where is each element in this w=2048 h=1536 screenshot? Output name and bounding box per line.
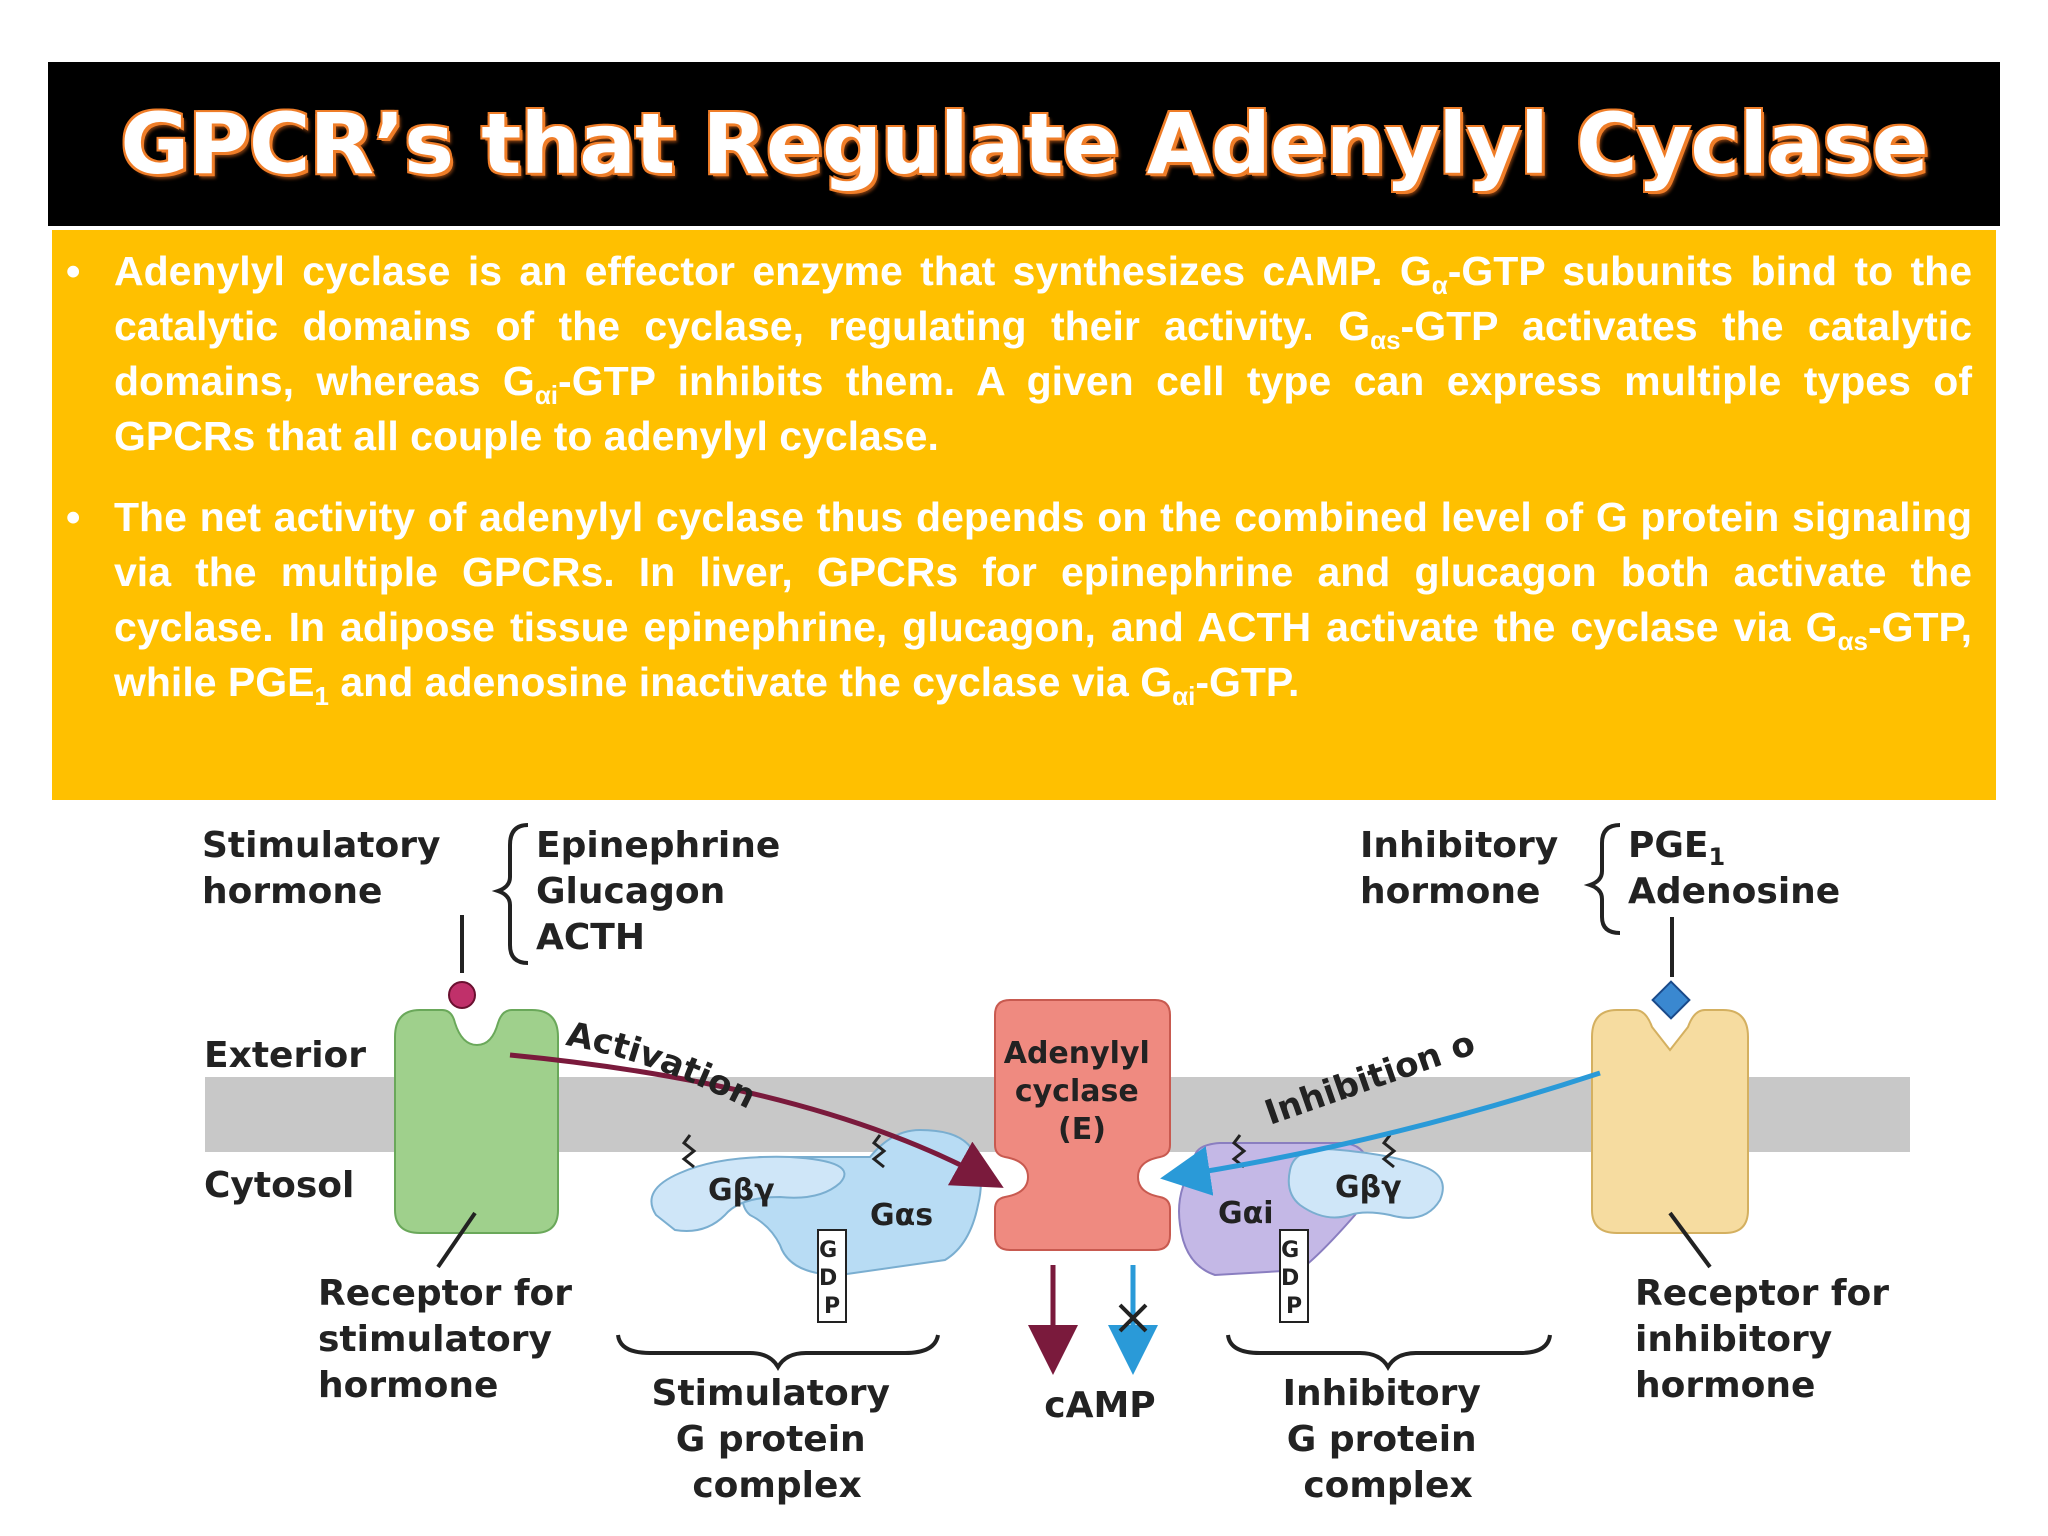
inhibition-arrow bbox=[1160, 1070, 1601, 1196]
activation-arrow bbox=[509, 1052, 1004, 1188]
lipid-anchor-stim-1 bbox=[681, 1134, 697, 1169]
bullet-1: Adenylyl cyclase is an effector enzyme t… bbox=[66, 244, 1973, 464]
camp-label: cAMP bbox=[1044, 1385, 1155, 1426]
brace-stimulatory-complex bbox=[616, 1334, 940, 1372]
gdp-box-stim bbox=[817, 1229, 847, 1323]
bullet-2-text: -GTP, while PGE bbox=[114, 604, 1972, 705]
adenylyl-cyclase-label: Adenylyl cyclase (E) bbox=[1004, 1036, 1161, 1147]
stimulatory-receptor bbox=[394, 1009, 559, 1234]
brace-inhibitory-complex bbox=[1226, 1334, 1552, 1372]
bullet-2-text: and adenosine inactivate the cyclase via… bbox=[328, 659, 1173, 705]
receptor-inhibitory-label: Receptor for inhibitory hormone bbox=[1635, 1273, 1902, 1406]
inhibitory-hormone-list: PGE1 Adenosine bbox=[1628, 825, 1840, 912]
bullet-1-text: -GTP activates the catalytic domains, wh… bbox=[114, 303, 1972, 404]
stimulatory-hormone-icon bbox=[448, 981, 476, 1009]
blocked-x-icon bbox=[1118, 1303, 1148, 1333]
g-beta-gamma-label-inhib: Gβγ bbox=[1335, 1170, 1402, 1205]
lipid-anchor-stim-2 bbox=[871, 1134, 887, 1169]
slide-title: GPCR’s that Regulate Adenylyl Cyclase bbox=[120, 95, 1928, 193]
stimulatory-hormone-list: Epinephrine Glucagon ACTH bbox=[536, 825, 793, 958]
inhibitory-hormone-label: Inhibitory hormone bbox=[1360, 825, 1571, 912]
bullet-1-text: -GTP inhibits them. A given cell type ca… bbox=[114, 358, 1972, 459]
receptor-stimulatory-label: Receptor for stimulatory hormone bbox=[318, 1273, 585, 1406]
subscript-alpha-s: αs bbox=[1370, 325, 1401, 356]
adenylyl-cyclase-diagram: Stimulatory hormone Epinephrine Glucagon… bbox=[180, 805, 1910, 1506]
brace-right bbox=[1583, 823, 1621, 935]
subscript-alpha-i: αi bbox=[534, 380, 559, 411]
inhibitory-hormone-icon bbox=[1651, 980, 1691, 1020]
inhibitory-receptor-pointer bbox=[1668, 1211, 1712, 1269]
stimulatory-hormone-label: Stimulatory hormone bbox=[202, 825, 453, 912]
lipid-anchor-inhib-1 bbox=[1231, 1134, 1247, 1169]
bullet-2-text: The net activity of adenylyl cyclase thu… bbox=[114, 494, 1972, 650]
subscript-alpha: α bbox=[1431, 270, 1448, 301]
subscript-1: 1 bbox=[314, 681, 329, 712]
bullet-2-text: -GTP. bbox=[1195, 659, 1300, 705]
g-alpha-i-label: Gαi bbox=[1218, 1196, 1274, 1231]
gdp-box-inhib bbox=[1279, 1229, 1309, 1323]
text-box: Adenylyl cyclase is an effector enzyme t… bbox=[52, 230, 1996, 800]
stimulatory-complex-label: Stimulatory G protein complex bbox=[652, 1373, 903, 1506]
bullet-2: The net activity of adenylyl cyclase thu… bbox=[66, 490, 1972, 712]
title-bar: GPCR’s that Regulate Adenylyl Cyclase bbox=[48, 62, 2000, 226]
gdp-label-stim: G D P bbox=[819, 1238, 845, 1319]
bullet-1-text: Adenylyl cyclase is an effector enzyme t… bbox=[114, 248, 1432, 294]
stimulatory-g-protein-beta-gamma bbox=[650, 1155, 846, 1232]
gdp-label-inhib: G D P bbox=[1281, 1238, 1307, 1319]
inhibitory-receptor bbox=[1591, 1009, 1749, 1234]
subscript-alpha-s: αs bbox=[1837, 626, 1868, 657]
exterior-label: Exterior bbox=[204, 1035, 366, 1076]
bullet-1-text: -GTP subunits bind to the catalytic doma… bbox=[114, 248, 1973, 349]
adenylyl-cyclase bbox=[994, 999, 1171, 1251]
cytosol-label: Cytosol bbox=[204, 1165, 354, 1206]
stimulatory-receptor-pointer bbox=[436, 1211, 477, 1269]
subscript-alpha-i: αi bbox=[1172, 681, 1196, 712]
inhibitory-g-protein-beta-gamma bbox=[1287, 1148, 1444, 1219]
lipid-anchor-inhib-2 bbox=[1381, 1134, 1397, 1169]
inhibitory-complex-label: Inhibitory G protein complex bbox=[1283, 1373, 1494, 1506]
g-alpha-s-label: Gαs bbox=[870, 1198, 933, 1233]
g-beta-gamma-label-stim: Gβγ bbox=[708, 1173, 775, 1208]
brace-left bbox=[491, 823, 529, 965]
